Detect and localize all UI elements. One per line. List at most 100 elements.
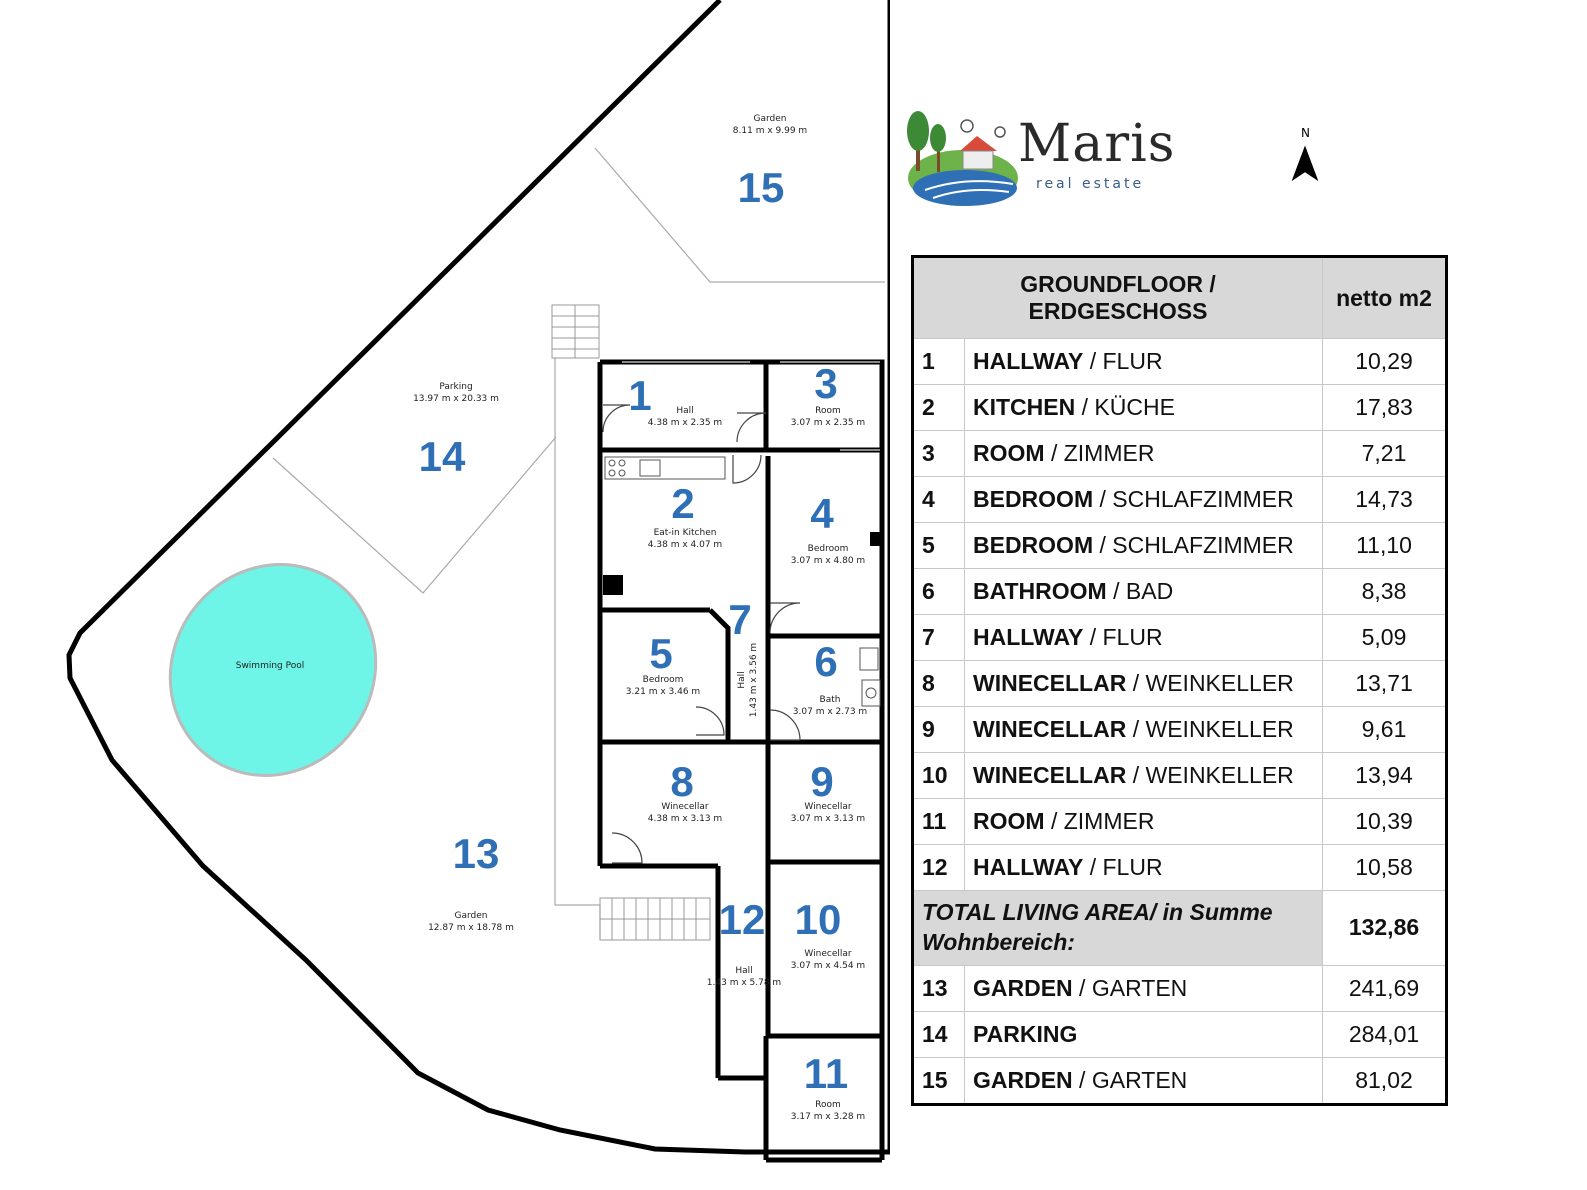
room-dim-3: 3.07 m x 2.35 m [791,418,865,428]
row-label-en: WINECELLAR [973,762,1127,788]
row-number: 11 [912,798,965,845]
row-label: HALLWAY / FLUR [964,844,1323,891]
row-label-de: ZIMMER [1063,808,1155,834]
room-number-2: 2 [671,480,694,527]
row-label-de: FLUR [1102,348,1163,374]
parking-14-border [272,436,557,594]
header-line-1: GROUNDFLOOR / [1020,271,1216,297]
row-value: 10,39 [1322,798,1447,845]
room-name-4: Bedroom [808,544,849,554]
room-dim-10: 3.07 m x 4.54 m [791,961,865,971]
room-number-1: 1 [628,372,651,419]
stairs-top [551,304,600,359]
row-label-de: FLUR [1102,624,1163,650]
room-dim-12: 1.43 m x 5.78 m [707,978,781,988]
row-label: KITCHEN / KÜCHE [964,384,1323,431]
row-number: 4 [912,476,965,523]
total-value: 132,86 [1322,890,1447,966]
row-label: BEDROOM / SCHLAFZIMMER [964,522,1323,569]
room-dim-14: 13.97 m x 20.33 m [413,394,499,404]
lot-boundary [66,0,890,1155]
row-label-en: WINECELLAR [973,670,1127,696]
room-dim-1: 4.38 m x 2.35 m [648,418,722,428]
row-value: 9,61 [1322,706,1447,753]
total-row: TOTAL LIVING AREA/ in Summe Wohnbereich:… [912,890,1447,966]
room-number-12: 12 [719,896,766,943]
row-label-en: ROOM [973,440,1045,466]
stairs-bottom [599,897,711,941]
room-name-10: Winecellar [804,949,851,959]
terrace-outline [554,358,601,938]
room-number-4: 4 [810,490,834,537]
room-dim-8: 4.38 m x 3.13 m [648,814,722,824]
row-label: WINECELLAR / WEINKELLER [964,752,1323,799]
room-name-8: Winecellar [661,802,708,812]
row-value: 13,71 [1322,660,1447,707]
room-dim-9: 3.07 m x 3.13 m [791,814,865,824]
table-header-name: GROUNDFLOOR / ERDGESCHOSS [912,256,1323,339]
row-label-de: SCHLAFZIMMER [1112,532,1294,558]
floor-plan: 1 Hall 4.38 m x 2.35 m 3 Room 3.07 m x 2… [66,0,890,1163]
table-header: GROUNDFLOOR / ERDGESCHOSS netto m2 [912,256,1447,339]
row-label: BATHROOM / BAD [964,568,1323,615]
row-label-en: BATHROOM [973,578,1107,604]
logo-illustration [907,111,1018,206]
chimney [870,532,882,546]
room-name-5: Bedroom [643,675,684,685]
row-label-en: HALLWAY [973,854,1084,880]
row-label: HALLWAY / FLUR [964,614,1323,661]
row-label: ROOM / ZIMMER [964,798,1323,845]
row-number: 10 [912,752,965,799]
row-number: 14 [912,1011,965,1058]
row-number: 3 [912,430,965,477]
room-name-13: Garden [455,911,488,921]
header-line-2: ERDGESCHOSS [1028,298,1208,324]
row-label-en: GARDEN [973,975,1073,1001]
row-label-en: BEDROOM [973,532,1094,558]
logo-subtitle: real estate [1036,176,1145,192]
row-value: 8,38 [1322,568,1447,615]
row-label-de: SCHLAFZIMMER [1112,486,1294,512]
row-value: 5,09 [1322,614,1447,661]
chimney [603,575,623,595]
row-label-en: BEDROOM [973,486,1094,512]
row-number: 15 [912,1057,965,1105]
room-dim-11: 3.17 m x 3.28 m [791,1112,865,1122]
room-dim-13: 12.87 m x 18.78 m [428,923,514,933]
row-value: 14,73 [1322,476,1447,523]
room-name-6: Bath [820,695,841,705]
windows [622,361,880,451]
row-number: 13 [912,965,965,1012]
room-dim-4: 3.07 m x 4.80 m [791,556,865,566]
room-number-11: 11 [804,1050,848,1097]
room-name-14: Parking [439,382,472,392]
room-number-3: 3 [814,360,837,407]
room-number-15: 15 [738,164,785,211]
bath-fixtures [859,647,881,707]
row-label: WINECELLAR / WEINKELLER [964,660,1323,707]
row-label: ROOM / ZIMMER [964,430,1323,477]
row-label-de: FLUR [1102,854,1163,880]
row-label-en: GARDEN [973,1067,1073,1093]
row-label-en: HALLWAY [973,624,1084,650]
row-label-de: GARTEN [1091,1067,1188,1093]
row-number: 9 [912,706,965,753]
row-value: 81,02 [1322,1057,1447,1105]
room-number-9: 9 [810,758,833,805]
row-number: 12 [912,844,965,891]
kitchen-counter [604,456,726,480]
row-number: 6 [912,568,965,615]
room-number-14: 14 [419,433,466,480]
room-number-8: 8 [670,758,693,805]
row-value: 17,83 [1322,384,1447,431]
row-label: BEDROOM / SCHLAFZIMMER [964,476,1323,523]
room-number-13: 13 [453,830,500,877]
row-number: 5 [912,522,965,569]
row-value: 11,10 [1322,522,1447,569]
room-name-3: Room [815,406,841,416]
